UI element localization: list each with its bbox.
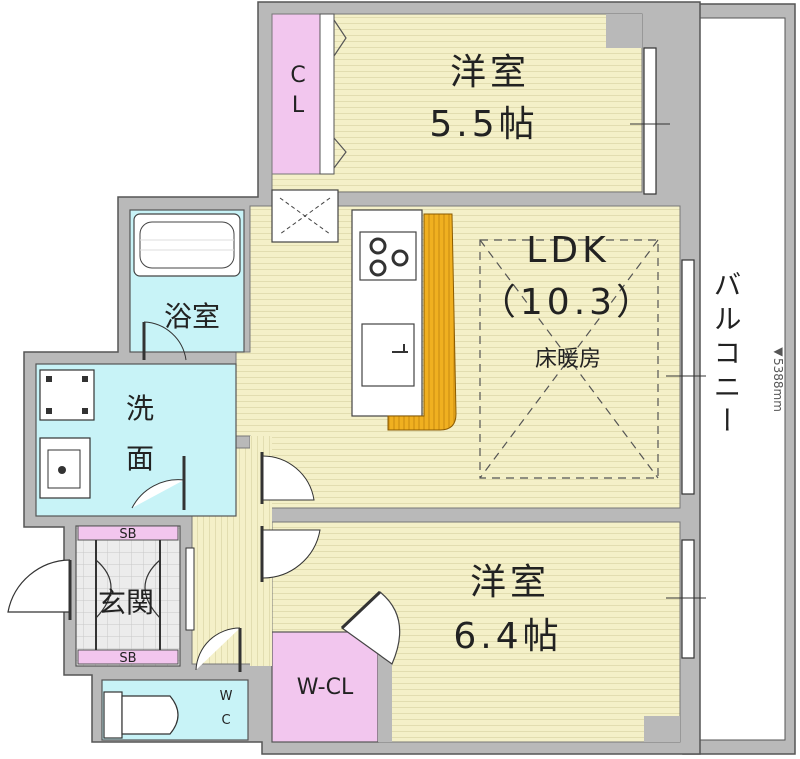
floor-heating-area: [479, 239, 659, 479]
washroom: [35, 363, 237, 517]
balcony: [682, 3, 796, 755]
entrance: [7, 525, 181, 667]
western-room-1-size: 5.5帖: [429, 104, 538, 145]
walk-in-closet-label: W-CL: [297, 675, 354, 700]
windows: [630, 47, 706, 659]
toilet-label-bottom: C: [221, 713, 230, 728]
walk-in-closet: [271, 590, 401, 743]
floor-heating-label: 床暖房: [535, 347, 601, 372]
washroom-label-bottom: 面: [126, 442, 154, 475]
closet-label-bottom: L: [292, 93, 305, 118]
shoe-box-top: [77, 525, 179, 541]
balcony-label: バルコニー: [710, 270, 743, 440]
western-room-2-name: 洋室: [470, 562, 550, 603]
entrance-door: [7, 559, 71, 613]
ldk-size: （10.3）: [480, 282, 656, 323]
ldk-room: [235, 205, 681, 509]
toilet-room: [101, 627, 249, 741]
shoe-box-top-label: SB: [119, 527, 136, 542]
washroom-label-top: 洗: [126, 392, 154, 425]
stove-icon: [359, 231, 417, 281]
balcony-dimension: ◀5388mm: [771, 344, 785, 412]
shoe-box-bottom: [77, 649, 179, 665]
hall-doors: [185, 452, 321, 631]
sink-icon: [361, 323, 415, 387]
bathroom-label: 浴室: [164, 300, 220, 333]
fridge-space: [271, 189, 339, 243]
bathroom: [129, 209, 245, 361]
toilet-label-top: W: [220, 689, 233, 704]
western-room-2-size: 6.4帖: [453, 616, 562, 657]
shoe-box-bottom-label: SB: [119, 651, 136, 666]
entrance-label: 玄関: [98, 586, 154, 619]
western-room-1-name: 洋室: [450, 52, 530, 93]
closet-cl: [271, 13, 347, 175]
closet-label-top: C: [290, 63, 305, 88]
ldk-name: LDK: [526, 230, 609, 271]
